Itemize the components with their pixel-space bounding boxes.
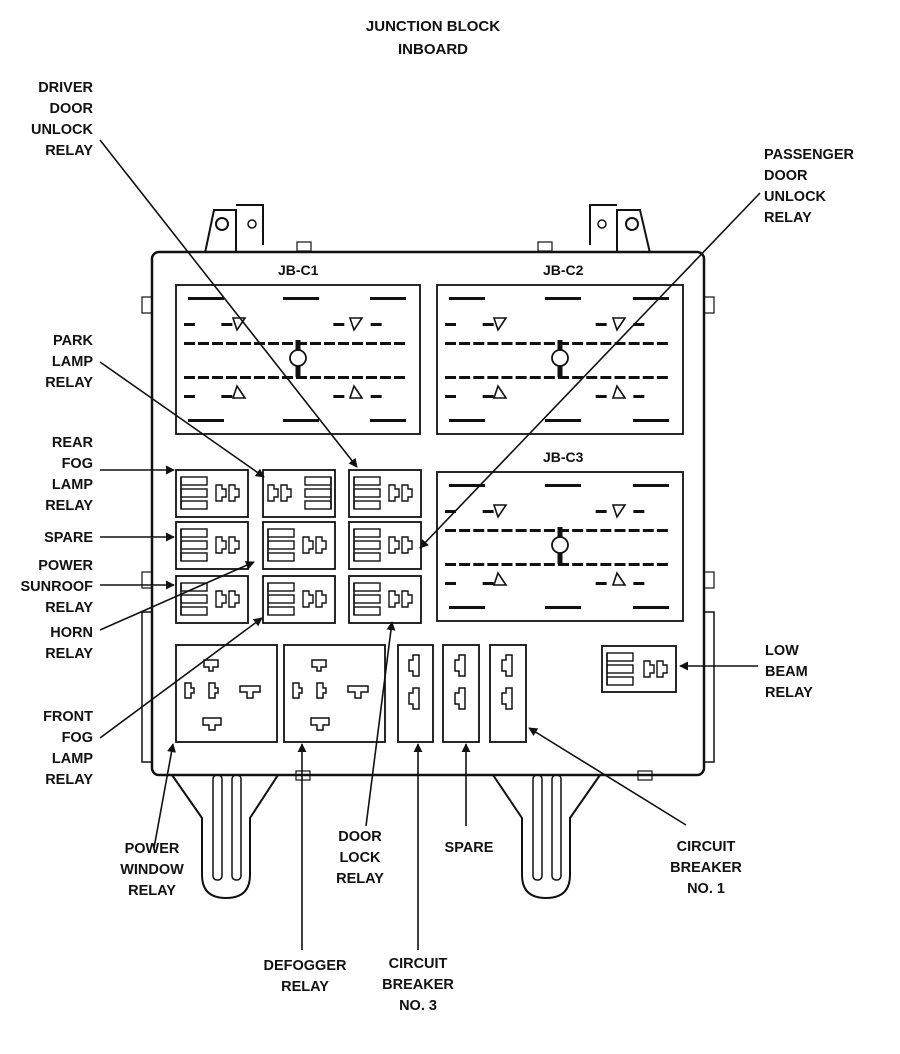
relay-defogger xyxy=(283,644,386,743)
label-spare-left: SPARE xyxy=(44,530,93,546)
relay-door-lock xyxy=(348,575,422,624)
relay-power-window xyxy=(175,644,278,743)
relay-horn xyxy=(262,521,336,570)
circuit-breaker-no-3 xyxy=(397,644,434,743)
relay-low-beam xyxy=(601,645,677,693)
diagram-title-line-2: INBOARD xyxy=(398,41,468,58)
junction-block-housing xyxy=(141,204,715,900)
diagram-title-line-1: JUNCTION BLOCK xyxy=(366,18,500,35)
connector-jb-c3 xyxy=(436,471,684,622)
connector-jb-c1 xyxy=(175,284,421,435)
relay-driver-door-unlock xyxy=(348,469,422,518)
connector-label-jb-c1: JB-C1 xyxy=(278,262,319,278)
leader-door-lock xyxy=(365,621,396,827)
connector-label-jb-c3: JB-C3 xyxy=(543,449,584,465)
connector-jb-c2 xyxy=(436,284,684,435)
leader-front-fog-lamp xyxy=(99,617,263,739)
relay-power-sunroof xyxy=(175,575,249,624)
leader-passenger-door-unlock xyxy=(419,192,761,549)
relay-passenger-door-unlock xyxy=(348,521,422,570)
leader-power-window xyxy=(153,743,176,849)
leader-circuit-breaker-1 xyxy=(528,727,687,826)
relay-front-fog-lamp xyxy=(262,575,336,624)
circuit-breaker-no-1 xyxy=(489,644,527,743)
relay-rear-fog-lamp xyxy=(175,469,249,518)
label-spare-bottom: SPARE xyxy=(445,840,494,856)
connector-label-jb-c2: JB-C2 xyxy=(543,262,584,278)
leader-park-lamp xyxy=(99,361,265,478)
relay-spare-left xyxy=(175,521,249,570)
leader-driver-door-unlock xyxy=(99,139,358,468)
spare-slot-bottom xyxy=(442,644,480,743)
relay-park-lamp xyxy=(262,469,336,518)
callout-leaders xyxy=(99,139,761,950)
leader-horn xyxy=(99,561,255,631)
